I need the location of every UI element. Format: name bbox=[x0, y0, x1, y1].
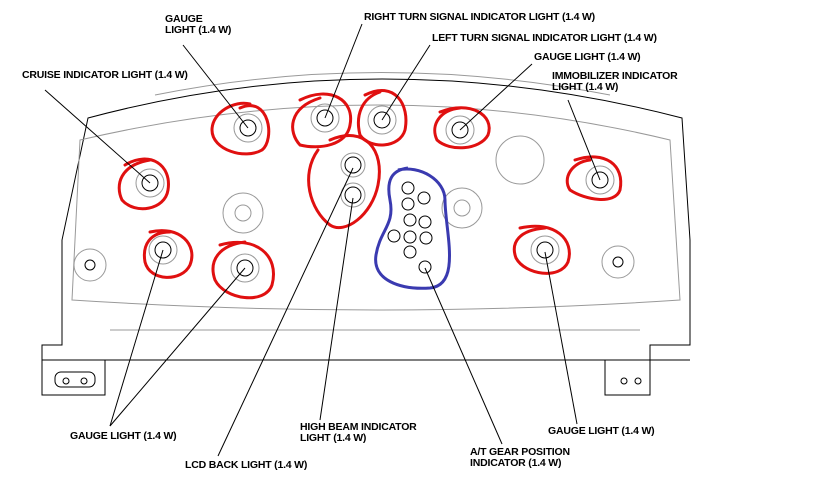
label-gauge-light-top-left: GAUGE bbox=[165, 13, 203, 25]
callout-labels: GAUGE LIGHT (1.4 W) RIGHT TURN SIGNAL IN… bbox=[22, 11, 678, 471]
cluster-housing bbox=[41, 72, 691, 396]
socket bbox=[585, 165, 615, 195]
socket bbox=[340, 182, 366, 208]
label-gauge-light-bottom-right: GAUGE LIGHT (1.4 W) bbox=[548, 425, 654, 437]
label-gauge-light-bottom-left: GAUGE LIGHT (1.4 W) bbox=[70, 430, 176, 442]
socket bbox=[230, 253, 260, 283]
bulb-sockets bbox=[135, 103, 615, 283]
socket bbox=[135, 168, 165, 198]
label-right-turn-signal: RIGHT TURN SIGNAL INDICATOR LIGHT (1.4 W… bbox=[364, 11, 595, 23]
label-cruise-indicator: CRUISE INDICATOR LIGHT (1.4 W) bbox=[22, 69, 188, 81]
blue-highlight-at-gear bbox=[374, 166, 451, 290]
socket bbox=[530, 235, 560, 265]
red-highlights bbox=[117, 88, 623, 300]
socket bbox=[148, 235, 178, 265]
at-gear-socket-cluster bbox=[387, 181, 433, 274]
label-immobilizer: IMMOBILIZER INDICATOR bbox=[552, 70, 678, 82]
label-gauge-light-top-left-line2: LIGHT (1.4 W) bbox=[165, 24, 231, 36]
label-high-beam-line2: LIGHT (1.4 W) bbox=[300, 432, 366, 444]
label-immobilizer-line2: LIGHT (1.4 W) bbox=[552, 81, 618, 93]
label-gauge-light-top-right: GAUGE LIGHT (1.4 W) bbox=[534, 51, 640, 63]
label-at-gear-position: A/T GEAR POSITION bbox=[470, 446, 570, 458]
socket bbox=[310, 103, 340, 133]
socket bbox=[340, 152, 366, 178]
label-left-turn-signal: LEFT TURN SIGNAL INDICATOR LIGHT (1.4 W) bbox=[432, 32, 657, 44]
label-at-gear-position-line2: INDICATOR (1.4 W) bbox=[470, 457, 561, 469]
socket bbox=[445, 115, 475, 145]
socket bbox=[233, 113, 263, 143]
label-lcd-back-light: LCD BACK LIGHT (1.4 W) bbox=[185, 459, 307, 471]
leader-lines bbox=[44, 23, 601, 457]
label-high-beam: HIGH BEAM INDICATOR bbox=[300, 421, 417, 433]
socket bbox=[367, 105, 397, 135]
